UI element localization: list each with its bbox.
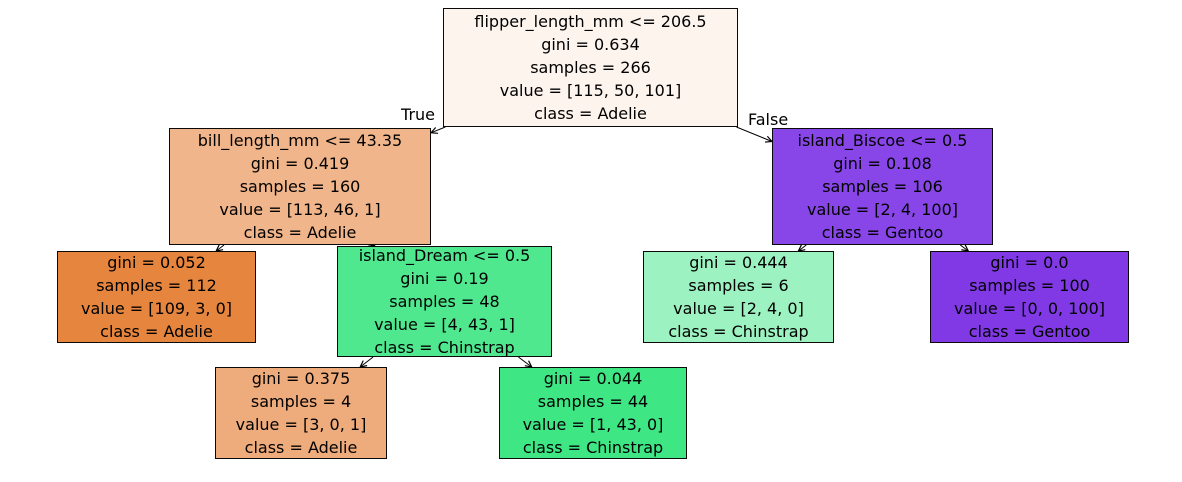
node-samples: samples = 4	[250, 392, 352, 411]
node-value: value = [113, 46, 1]	[219, 200, 381, 219]
node-class: class = Chinstrap	[668, 322, 809, 341]
node-gini: gini = 0.108	[833, 154, 932, 173]
node-gini: gini = 0.419	[250, 154, 350, 173]
node-value: value = [0, 0, 100]	[953, 299, 1105, 318]
tree-node-bill-length: bill_length_mm <= 43.35 gini = 0.419 sam…	[169, 128, 431, 245]
tree-edge-bill-leaf0052	[215, 244, 225, 252]
node-class: class = Gentoo	[968, 322, 1091, 341]
node-samples: samples = 266	[530, 58, 651, 77]
node-class: class = Adelie	[243, 223, 357, 242]
edge-label-false: False	[748, 110, 789, 129]
tree-node-root: flipper_length_mm <= 206.5 gini = 0.634 …	[443, 8, 738, 127]
node-samples: samples = 6	[688, 276, 789, 295]
tree-edge-bill-dream	[367, 239, 376, 247]
node-class: class = Gentoo	[821, 223, 944, 242]
node-gini: gini = 0.0	[990, 253, 1069, 272]
node-value: value = [4, 43, 1]	[374, 315, 515, 334]
node-gini: gini = 0.444	[689, 253, 788, 272]
node-samples: samples = 48	[389, 292, 500, 311]
node-value: value = [109, 3, 0]	[80, 299, 232, 318]
tree-leaf-adelie-112: gini = 0.052 samples = 112 value = [109,…	[57, 251, 256, 343]
node-gini: gini = 0.375	[251, 369, 351, 388]
tree-node-island-biscoe: island_Biscoe <= 0.5 gini = 0.108 sample…	[772, 128, 993, 245]
node-class: class = Adelie	[100, 322, 213, 341]
node-class: class = Adelie	[244, 438, 358, 457]
tree-edge-root-bill	[429, 126, 446, 134]
node-value: value = [3, 0, 1]	[235, 415, 367, 434]
node-samples: samples = 100	[969, 276, 1090, 295]
node-gini: gini = 0.052	[107, 253, 206, 272]
tree-leaf-gentoo-100: gini = 0.0 samples = 100 value = [0, 0, …	[930, 251, 1129, 343]
tree-edge-biscoe-leaf0444	[797, 244, 807, 252]
tree-edge-biscoe-leaf00	[959, 244, 970, 252]
node-gini: gini = 0.634	[541, 35, 640, 54]
node-samples: samples = 160	[239, 177, 361, 196]
node-split-condition: island_Dream <= 0.5	[358, 246, 531, 265]
tree-leaf-adelie-4: gini = 0.375 samples = 4 value = [3, 0, …	[215, 367, 387, 459]
tree-leaf-chinstrap-6: gini = 0.444 samples = 6 value = [2, 4, …	[643, 251, 834, 343]
node-gini: gini = 0.19	[400, 269, 489, 288]
node-class: class = Chinstrap	[522, 438, 664, 457]
tree-edge-dream-leaf0044	[518, 356, 533, 368]
node-split-condition: island_Biscoe <= 0.5	[797, 131, 968, 150]
node-value: value = [1, 43, 0]	[522, 415, 664, 434]
node-samples: samples = 106	[822, 177, 943, 196]
node-value: value = [2, 4, 0]	[673, 299, 804, 318]
node-split-condition: bill_length_mm <= 43.35	[197, 131, 403, 150]
edge-label-true: True	[401, 105, 435, 124]
node-gini: gini = 0.044	[543, 369, 643, 388]
tree-edge-dream-leaf0375	[359, 356, 374, 368]
node-samples: samples = 112	[96, 276, 217, 295]
node-samples: samples = 44	[537, 392, 649, 411]
node-split-condition: flipper_length_mm <= 206.5	[474, 12, 707, 31]
node-value: value = [2, 4, 100]	[806, 200, 958, 219]
node-class: class = Adelie	[534, 104, 647, 123]
node-class: class = Chinstrap	[374, 338, 515, 357]
node-value: value = [115, 50, 101]	[499, 81, 682, 100]
tree-edge-root-biscoe	[736, 126, 774, 143]
tree-leaf-chinstrap-44: gini = 0.044 samples = 44 value = [1, 43…	[499, 367, 687, 459]
tree-node-island-dream: island_Dream <= 0.5 gini = 0.19 samples …	[337, 246, 552, 357]
